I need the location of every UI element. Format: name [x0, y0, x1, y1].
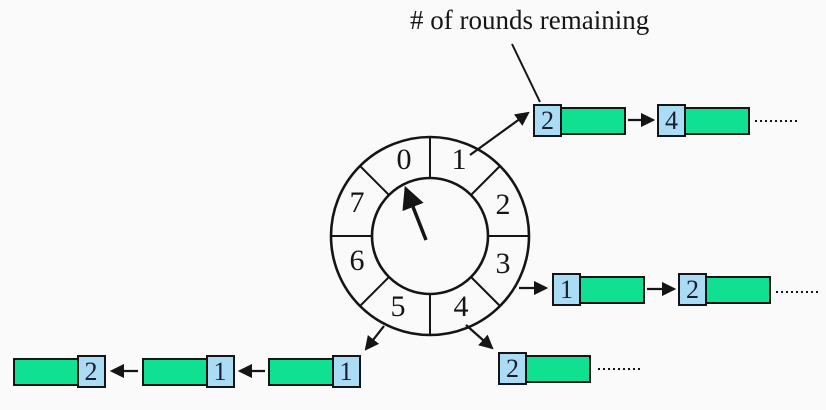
- timer-node-body: [578, 275, 645, 304]
- wheel-slot-5: 5: [390, 290, 406, 323]
- timer-node-body: [683, 106, 750, 135]
- wheel-pointer-arrow: [402, 185, 428, 241]
- timer-node: 1: [268, 355, 361, 388]
- timer-node-body: [559, 106, 626, 135]
- wheel-slot-1: 1: [451, 143, 467, 176]
- wheel-slot-2: 2: [495, 188, 511, 221]
- timer-node: 1: [552, 273, 645, 306]
- timer-node: 2: [13, 355, 106, 388]
- rounds-count: 2: [76, 355, 106, 388]
- rounds-count: 2: [533, 104, 562, 137]
- timer-node: 2: [678, 273, 771, 306]
- slot5-list-arrow: [364, 325, 385, 351]
- timer-node: 2: [533, 104, 626, 137]
- rounds-count: 1: [552, 273, 581, 306]
- rounds-count: 1: [205, 355, 235, 388]
- wheel-inner-circle: [370, 176, 490, 296]
- timer-node-body: [268, 357, 334, 386]
- rounds-count: 2: [678, 273, 707, 306]
- wheel-slot-4: 4: [453, 290, 469, 323]
- wheel-slot-6: 6: [349, 244, 365, 277]
- timer-node: 2: [498, 352, 591, 385]
- wheel-slot-7: 7: [349, 186, 365, 219]
- wheel-slot-0: 0: [396, 143, 412, 176]
- timer-node-body: [13, 357, 79, 386]
- wheel-spokes: [331, 137, 529, 335]
- timer-node: 1: [142, 355, 235, 388]
- slot1-list-arrow: [469, 111, 530, 156]
- wheel-slot-3: 3: [495, 247, 511, 280]
- rounds-count: 1: [331, 355, 361, 388]
- rounds-remaining-label: # of rounds remaining: [410, 5, 650, 35]
- annotation-pointer-line: [511, 43, 541, 103]
- timer-node-body: [704, 275, 771, 304]
- timer-node-body: [524, 354, 591, 383]
- slot4-list-arrow: [465, 324, 494, 350]
- rounds-count: 4: [657, 104, 686, 137]
- timer-node: 4: [657, 104, 750, 137]
- rounds-count: 2: [498, 352, 527, 385]
- timer-node-body: [142, 357, 208, 386]
